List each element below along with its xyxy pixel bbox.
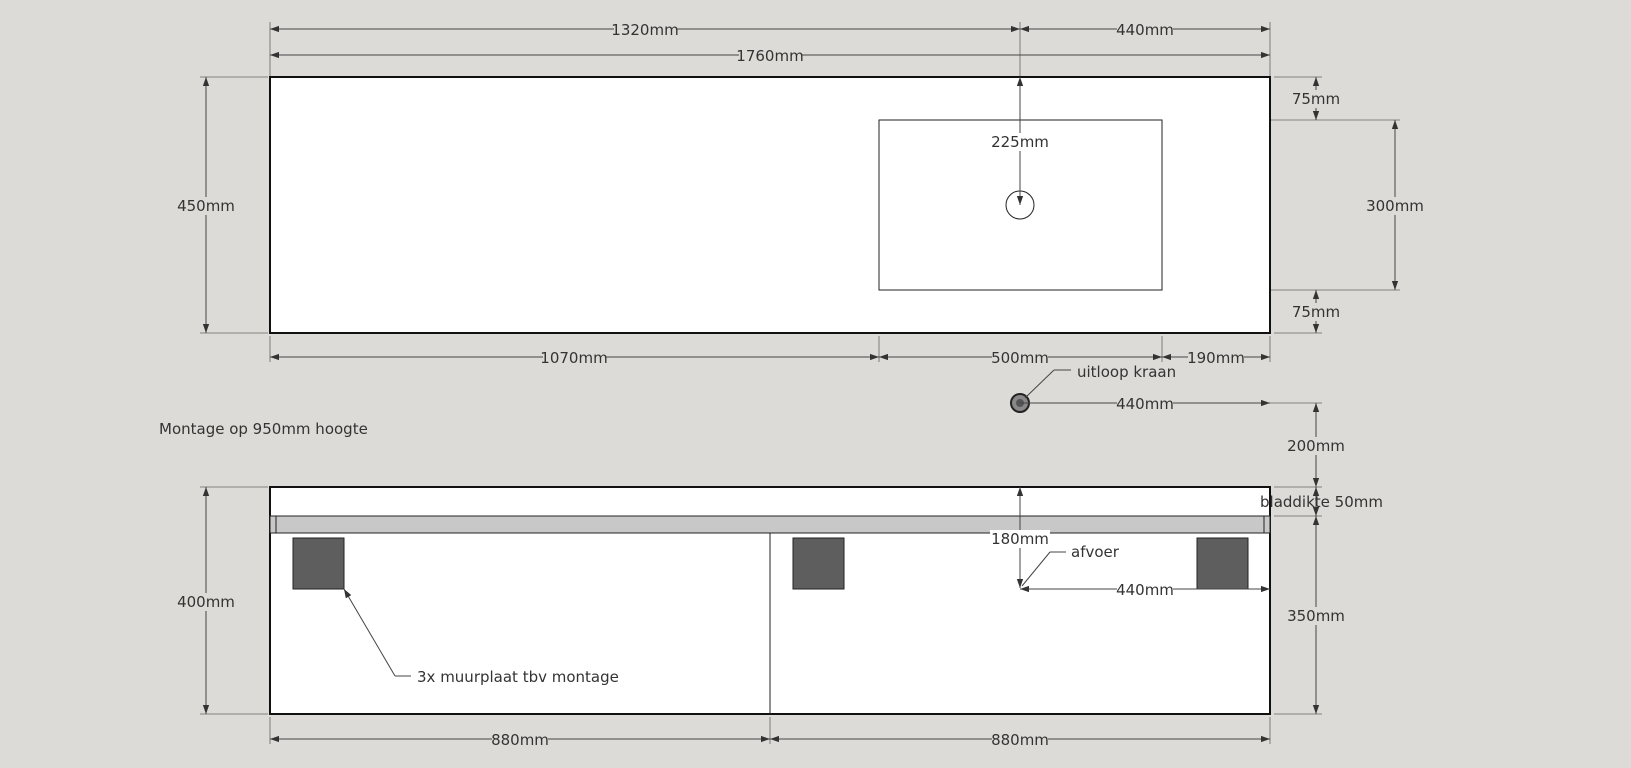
leader-line: [343, 588, 396, 677]
dimension-label-440-top: 440mm: [1116, 21, 1174, 39]
dimension-label-350: 350mm: [1287, 607, 1345, 625]
wall-plate-label: 3x muurplaat tbv montage: [417, 668, 619, 686]
dimension-label-880-right: 880mm: [991, 731, 1049, 749]
dimension-label-190: 190mm: [1187, 349, 1245, 367]
thickness-label: bladdikte 50mm: [1260, 493, 1383, 511]
dimension-label-200: 200mm: [1287, 437, 1345, 455]
dimension-label-500: 500mm: [991, 349, 1049, 367]
dimension-label-1320: 1320mm: [611, 21, 678, 39]
mounting-note: Montage op 950mm hoogte: [159, 420, 368, 438]
wall-plate: [1196, 537, 1249, 590]
wall-plate: [792, 537, 845, 590]
dimension-label-180: 180mm: [991, 530, 1049, 548]
faucet-label: uitloop kraan: [1077, 363, 1176, 381]
leader-line: [1021, 551, 1051, 587]
dimension-label-1760: 1760mm: [736, 47, 803, 65]
countertop-slab: [269, 515, 1271, 534]
front-view: 3x muurplaat tbv montage 400mm bladdikte…: [177, 486, 1383, 749]
dimension-label-75-top: 75mm: [1292, 90, 1340, 108]
leader-line: [1024, 369, 1055, 399]
drain-label: afvoer: [1071, 543, 1120, 561]
dimension-label-450: 450mm: [177, 197, 235, 215]
dimension-label-880-left: 880mm: [491, 731, 549, 749]
dimension-label-225: 225mm: [991, 133, 1049, 151]
faucet-group: uitloop kraan 440mm 200mm: [1010, 363, 1345, 487]
dimension-label-300: 300mm: [1366, 197, 1424, 215]
dimension-label-440-faucet: 440mm: [1116, 395, 1174, 413]
dimension-label-440-drain: 440mm: [1116, 581, 1174, 599]
dimension-label-1070: 1070mm: [540, 349, 607, 367]
top-view: 1320mm 440mm 1760mm 450mm 75mm 300mm 75m…: [177, 20, 1424, 367]
dimension-label-400: 400mm: [177, 593, 235, 611]
wall-plate: [292, 537, 345, 590]
dimension-label-75-bottom: 75mm: [1292, 303, 1340, 321]
